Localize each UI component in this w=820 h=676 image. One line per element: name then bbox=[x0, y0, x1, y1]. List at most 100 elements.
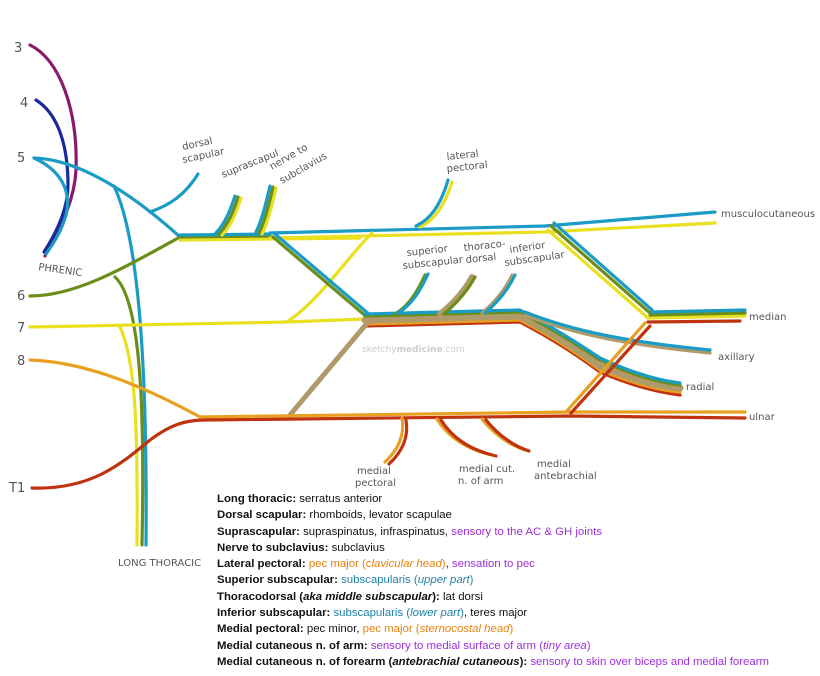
legend-description-part: , teres major bbox=[463, 607, 528, 620]
inferior-subscapular-label-1: inferior bbox=[509, 240, 547, 256]
legend-description-part: sensory to the AC & GH joints bbox=[451, 525, 602, 538]
legend-nerve-name: Medial cutaneous n. of arm: bbox=[217, 639, 368, 652]
inferior-subscapular-blue-path bbox=[483, 273, 517, 315]
musculocutaneous-label: musculocutaneous bbox=[721, 209, 815, 220]
legend-row: Long thoracic: serratus anterior bbox=[217, 491, 817, 507]
legend-nerve-name-end: ) bbox=[519, 655, 524, 668]
thoracodorsal-label-1: thoraco- bbox=[463, 239, 506, 254]
medial-cord-red-path bbox=[203, 414, 747, 422]
nerve-to-subclavius-yellow-path bbox=[260, 186, 278, 236]
lateral-to-median-yellow-path bbox=[546, 228, 650, 320]
legend-row: Medial pectoral: pec minor, pec major (s… bbox=[217, 621, 817, 637]
legend-description-part: subclavius bbox=[328, 541, 385, 554]
nerve-to-subclavius-blue-path bbox=[254, 184, 272, 234]
legend-nerve-name: Medial cutaneous n. of forearm (antebrac… bbox=[217, 655, 528, 668]
legend-row: Superior subscapular: subscapularis (upp… bbox=[217, 572, 817, 588]
median-blue-path bbox=[650, 308, 747, 314]
legend-description-part: ) bbox=[460, 607, 464, 620]
legend-description-part: subscapularis ( bbox=[333, 607, 411, 620]
legend-nerve-name: Superior subscapular: bbox=[217, 574, 338, 587]
lateral-cord-yellow-path bbox=[268, 221, 717, 240]
lateral-pectoral-blue-path bbox=[414, 178, 450, 228]
axillary-mix-path bbox=[523, 313, 712, 355]
axillary-label: axillary bbox=[718, 352, 755, 363]
radial-label: radial bbox=[686, 382, 714, 393]
long-thoracic-c5-path bbox=[112, 184, 148, 547]
med-antebrachial-label-1: medial bbox=[537, 459, 571, 470]
legend-row: Inferior subscapular: subscapularis (low… bbox=[217, 605, 817, 621]
lateral-pectoral-label-2: pectoral bbox=[446, 160, 488, 175]
legend-nerve-alias: antebrachial cutaneous bbox=[392, 655, 520, 668]
legend-description-part: rhomboids, levator scapulae bbox=[306, 509, 452, 522]
median-green-path bbox=[648, 311, 747, 317]
median-red-path bbox=[646, 319, 742, 324]
watermark-part-a: sketchy bbox=[362, 345, 397, 355]
legend-nerve-name: Dorsal scapular: bbox=[217, 509, 307, 522]
suprascapular-blue-path bbox=[214, 194, 237, 235]
legend-nerve-name-text: Nerve to subclavius bbox=[217, 541, 325, 554]
watermark-part-b: medicine bbox=[397, 345, 443, 355]
legend-row: Dorsal scapular: rhomboids, levator scap… bbox=[217, 507, 817, 523]
lateral-to-median-blue-path bbox=[552, 221, 654, 312]
posterior-cord-green-path bbox=[363, 310, 682, 387]
legend-description-part: sensory to medial surface of arm ( bbox=[370, 639, 544, 652]
legend-description-part: lower part bbox=[410, 607, 461, 620]
legend-description-part: supraspinatus, infraspinatus, bbox=[299, 525, 452, 538]
legend-nerve-name-text: Dorsal scapular bbox=[217, 509, 303, 522]
legend-nerve-name-text: Superior subscapular bbox=[217, 574, 335, 587]
legend-nerve-name-text: Suprascapular bbox=[217, 525, 297, 538]
legend-nerve-name: Long thoracic: bbox=[217, 493, 297, 505]
upper-trunk-blue-path bbox=[178, 232, 272, 237]
legend-nerve-name: Suprascapular: bbox=[217, 525, 300, 538]
legend-nerve-name: Medial pectoral: bbox=[217, 623, 304, 636]
legend-row: Medial cutaneous n. of forearm (antebrac… bbox=[217, 654, 817, 670]
thoracodorsal-mix-path bbox=[437, 274, 475, 317]
legend-row: Lateral pectoral: pec major (clavicular … bbox=[217, 556, 817, 572]
median-label: median bbox=[749, 312, 787, 323]
lower-to-posterior-mix-path bbox=[287, 319, 371, 418]
root-c6-path bbox=[28, 235, 182, 298]
legend-nerve-name: Lateral pectoral: bbox=[217, 558, 306, 571]
legend-description-part: pec major ( bbox=[362, 623, 420, 636]
medial-pectoral-red-path bbox=[387, 418, 409, 466]
legend-description-part: pec minor, bbox=[303, 623, 363, 636]
upper-to-posterior-green-path bbox=[271, 235, 370, 320]
legend-nerve-name-text: Medial cutaneous n. of arm bbox=[217, 639, 364, 652]
legend-description-part: ) bbox=[509, 623, 514, 636]
legend-nerve-name-text: Medial pectoral bbox=[217, 623, 300, 636]
root-c5-path bbox=[32, 156, 182, 239]
legend-description-part: ) bbox=[441, 558, 446, 571]
medial-pectoral-label-2: pectoral bbox=[355, 478, 396, 489]
suprascapular-yellow-path bbox=[220, 196, 243, 237]
long-thoracic-c6-path bbox=[113, 275, 145, 547]
axillary-blue-path bbox=[523, 310, 712, 352]
dorsal-scapular-path bbox=[148, 172, 200, 214]
root-c7-label: 7 bbox=[17, 321, 25, 336]
posterior-cord-mix-path bbox=[361, 312, 684, 392]
root-t1-label: T1 bbox=[8, 481, 25, 496]
legend-row: Nerve to subclavius: subclavius bbox=[217, 540, 817, 556]
lateral-to-median-green-path bbox=[549, 224, 652, 315]
medial-to-median-orange-path bbox=[564, 321, 647, 414]
legend-description-part: sensation to pec bbox=[451, 558, 535, 571]
root-c4-label: 4 bbox=[20, 96, 28, 111]
phrenic-label: PHRENIC bbox=[38, 262, 83, 279]
root-c8-path bbox=[28, 358, 202, 419]
med-cut-arm-label-2: n. of arm bbox=[458, 476, 503, 487]
legend-description-part: ) bbox=[469, 574, 474, 587]
thoracodorsal-green-path bbox=[442, 275, 477, 316]
legend-nerve-alias: aka middle subscapular bbox=[303, 590, 433, 603]
nerve-to-subclavius-green-path bbox=[257, 185, 275, 235]
legend-description-part: serratus anterior bbox=[296, 493, 383, 505]
superior-subscapular-blue-path bbox=[396, 272, 430, 315]
superior-subscapular-label-1: superior bbox=[406, 244, 449, 259]
legend-description-part: sensory to skin over biceps and medial f… bbox=[530, 655, 770, 668]
legend-nerve-name-text: Long thoracic bbox=[217, 493, 293, 505]
legend-description-part: sternocostal head bbox=[419, 623, 510, 636]
root-c8-label: 8 bbox=[17, 354, 25, 369]
legend-description-part: clavicular head bbox=[365, 558, 442, 571]
root-c3-label: 3 bbox=[14, 41, 22, 56]
legend-nerve-name-text: Thoracodorsal ( bbox=[217, 590, 304, 603]
legend-description-part: subscapularis ( bbox=[341, 574, 418, 587]
